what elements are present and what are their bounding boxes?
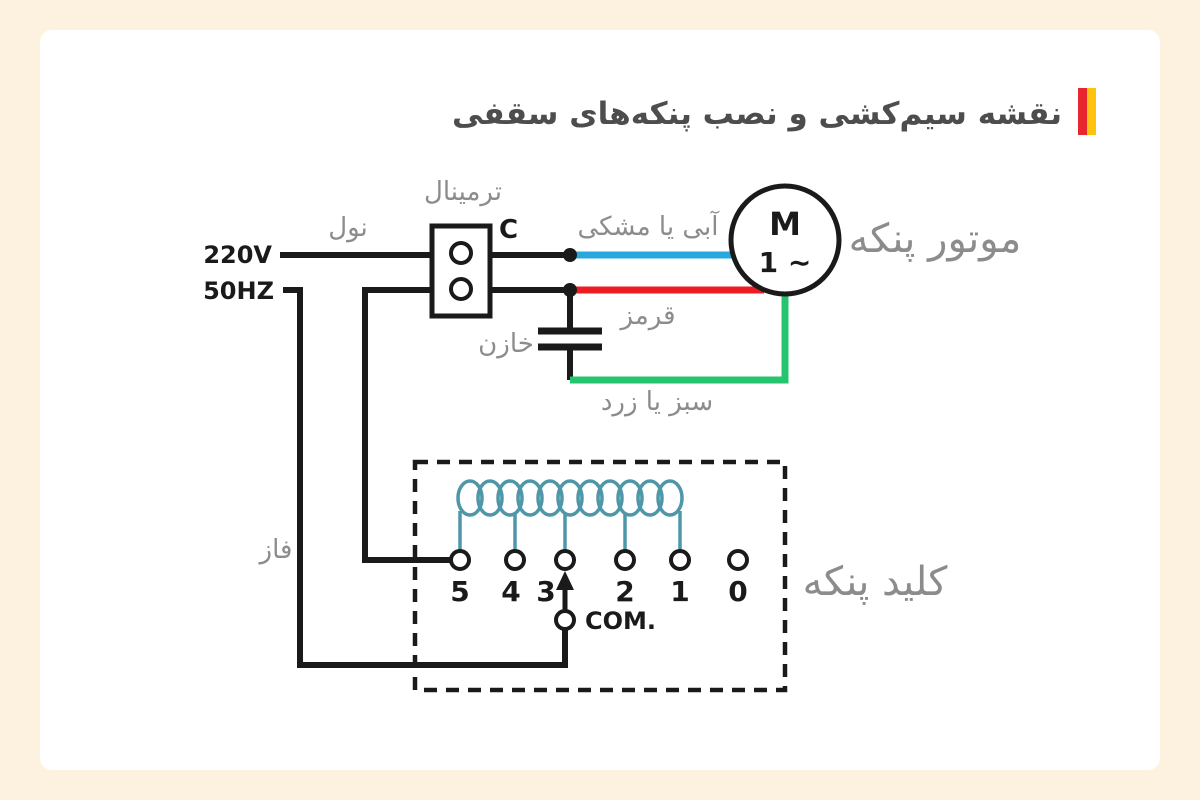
switch-terminal-5 [449,549,471,571]
switch-label: کلید پنکه [803,559,949,605]
green-wire-label: سبز یا زرد [601,387,713,417]
terminal-c-mark: C [499,215,518,245]
switch-terminal-4 [504,549,526,571]
switch-box [412,459,788,693]
frequency-label: 50HZ [203,277,274,305]
terminal-hole-top [449,241,473,265]
com-arrow-head [556,571,574,590]
junction-dot-neutral [563,248,577,262]
page-title: نقشه سیم‌کشی و نصب پنکه‌های سقفی [452,96,1062,132]
position-5: 5 [450,575,469,608]
terminal-hole-bottom [449,277,473,301]
switch-terminal-0 [727,549,749,571]
motor-letter: M [769,205,801,243]
motor-phase-mark: 1 ∼ [759,246,812,279]
terminal-block [429,223,493,319]
switch-terminals [449,549,749,571]
switch-terminal-3 [554,549,576,571]
neutral-label: نول [328,213,368,243]
diagram-card [40,30,1160,770]
switch-terminal-2 [614,549,636,571]
com-label: COM. [585,607,656,635]
switch-terminal-1 [669,549,691,571]
position-4: 4 [501,575,520,608]
title-accent-yellow [1087,88,1096,135]
position-1: 1 [670,575,689,608]
junction-dot-capacitor [563,283,577,297]
position-2: 2 [615,575,634,608]
voltage-label: 220V [203,241,272,269]
terminal-label: ترمینال [424,177,502,207]
phase-label: فاز [258,535,293,565]
position-0: 0 [728,575,747,608]
motor-circle [728,183,842,297]
coil [456,479,684,551]
capacitor-label: خازن [478,329,534,359]
motor-label: موتور پنکه [849,216,1022,262]
green-wire [570,293,789,384]
red-wire-label: قرمز [618,301,675,331]
position-3: 3 [536,575,555,608]
com-terminal [554,609,576,631]
title-accent-red [1078,88,1087,135]
phase-wire [283,287,568,668]
blue-wire-label: آبی یا مشکی [578,210,721,242]
